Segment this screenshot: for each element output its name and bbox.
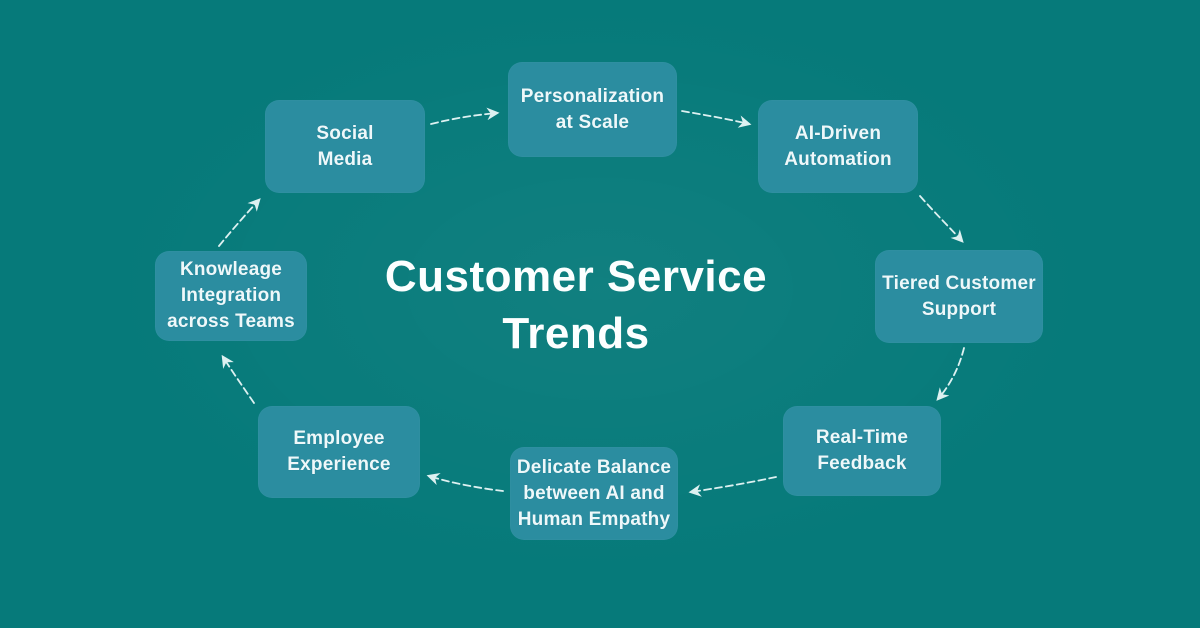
node-ai-driven-automation-label: AI-Driven Automation: [784, 122, 892, 170]
node-personalization-at-scale-label: Personalization at Scale: [520, 85, 665, 133]
node-tiered-customer-support-label: Tiered Customer Support: [882, 272, 1036, 320]
arrow-employee-to-knowleage-icon: [221, 354, 255, 404]
arrow-tiered-to-realtime-icon: [936, 347, 965, 401]
page-title-line-1: Customer Service: [384, 252, 768, 301]
page-title: Customer Service Trends: [326, 248, 826, 362]
arrow-social-to-personalization-icon: [430, 107, 500, 125]
node-personalization-at-scale: Personalization at Scale: [508, 62, 677, 157]
arrow-personalization-to-ai-icon: [681, 110, 752, 128]
node-knowleage-integration: Knowleage Integration across Teams: [155, 251, 307, 341]
page-title-line-2: Trends: [502, 309, 650, 358]
node-delicate-balance-label: Delicate Balance between AI and Human Em…: [516, 456, 672, 530]
node-social-media: Social Media: [265, 100, 425, 193]
node-employee-experience-label: Employee Experience: [287, 428, 391, 475]
arrow-ai-to-tiered-icon: [919, 195, 964, 243]
arrow-realtime-to-delicate-icon: [688, 476, 777, 497]
node-ai-driven-automation: AI-Driven Automation: [758, 100, 918, 193]
node-real-time-feedback: Real-Time Feedback: [783, 406, 941, 496]
node-tiered-customer-support: Tiered Customer Support: [875, 250, 1043, 343]
node-real-time-feedback-label: Real-Time Feedback: [815, 427, 909, 474]
arrow-delicate-to-employee-icon: [426, 473, 504, 492]
node-social-media-label: Social Media: [316, 122, 374, 170]
node-employee-experience: Employee Experience: [258, 406, 420, 498]
node-knowleage-integration-label: Knowleage Integration across Teams: [167, 259, 295, 332]
arrow-knowleage-to-social-icon: [218, 198, 261, 247]
node-delicate-balance: Delicate Balance between AI and Human Em…: [510, 447, 678, 540]
